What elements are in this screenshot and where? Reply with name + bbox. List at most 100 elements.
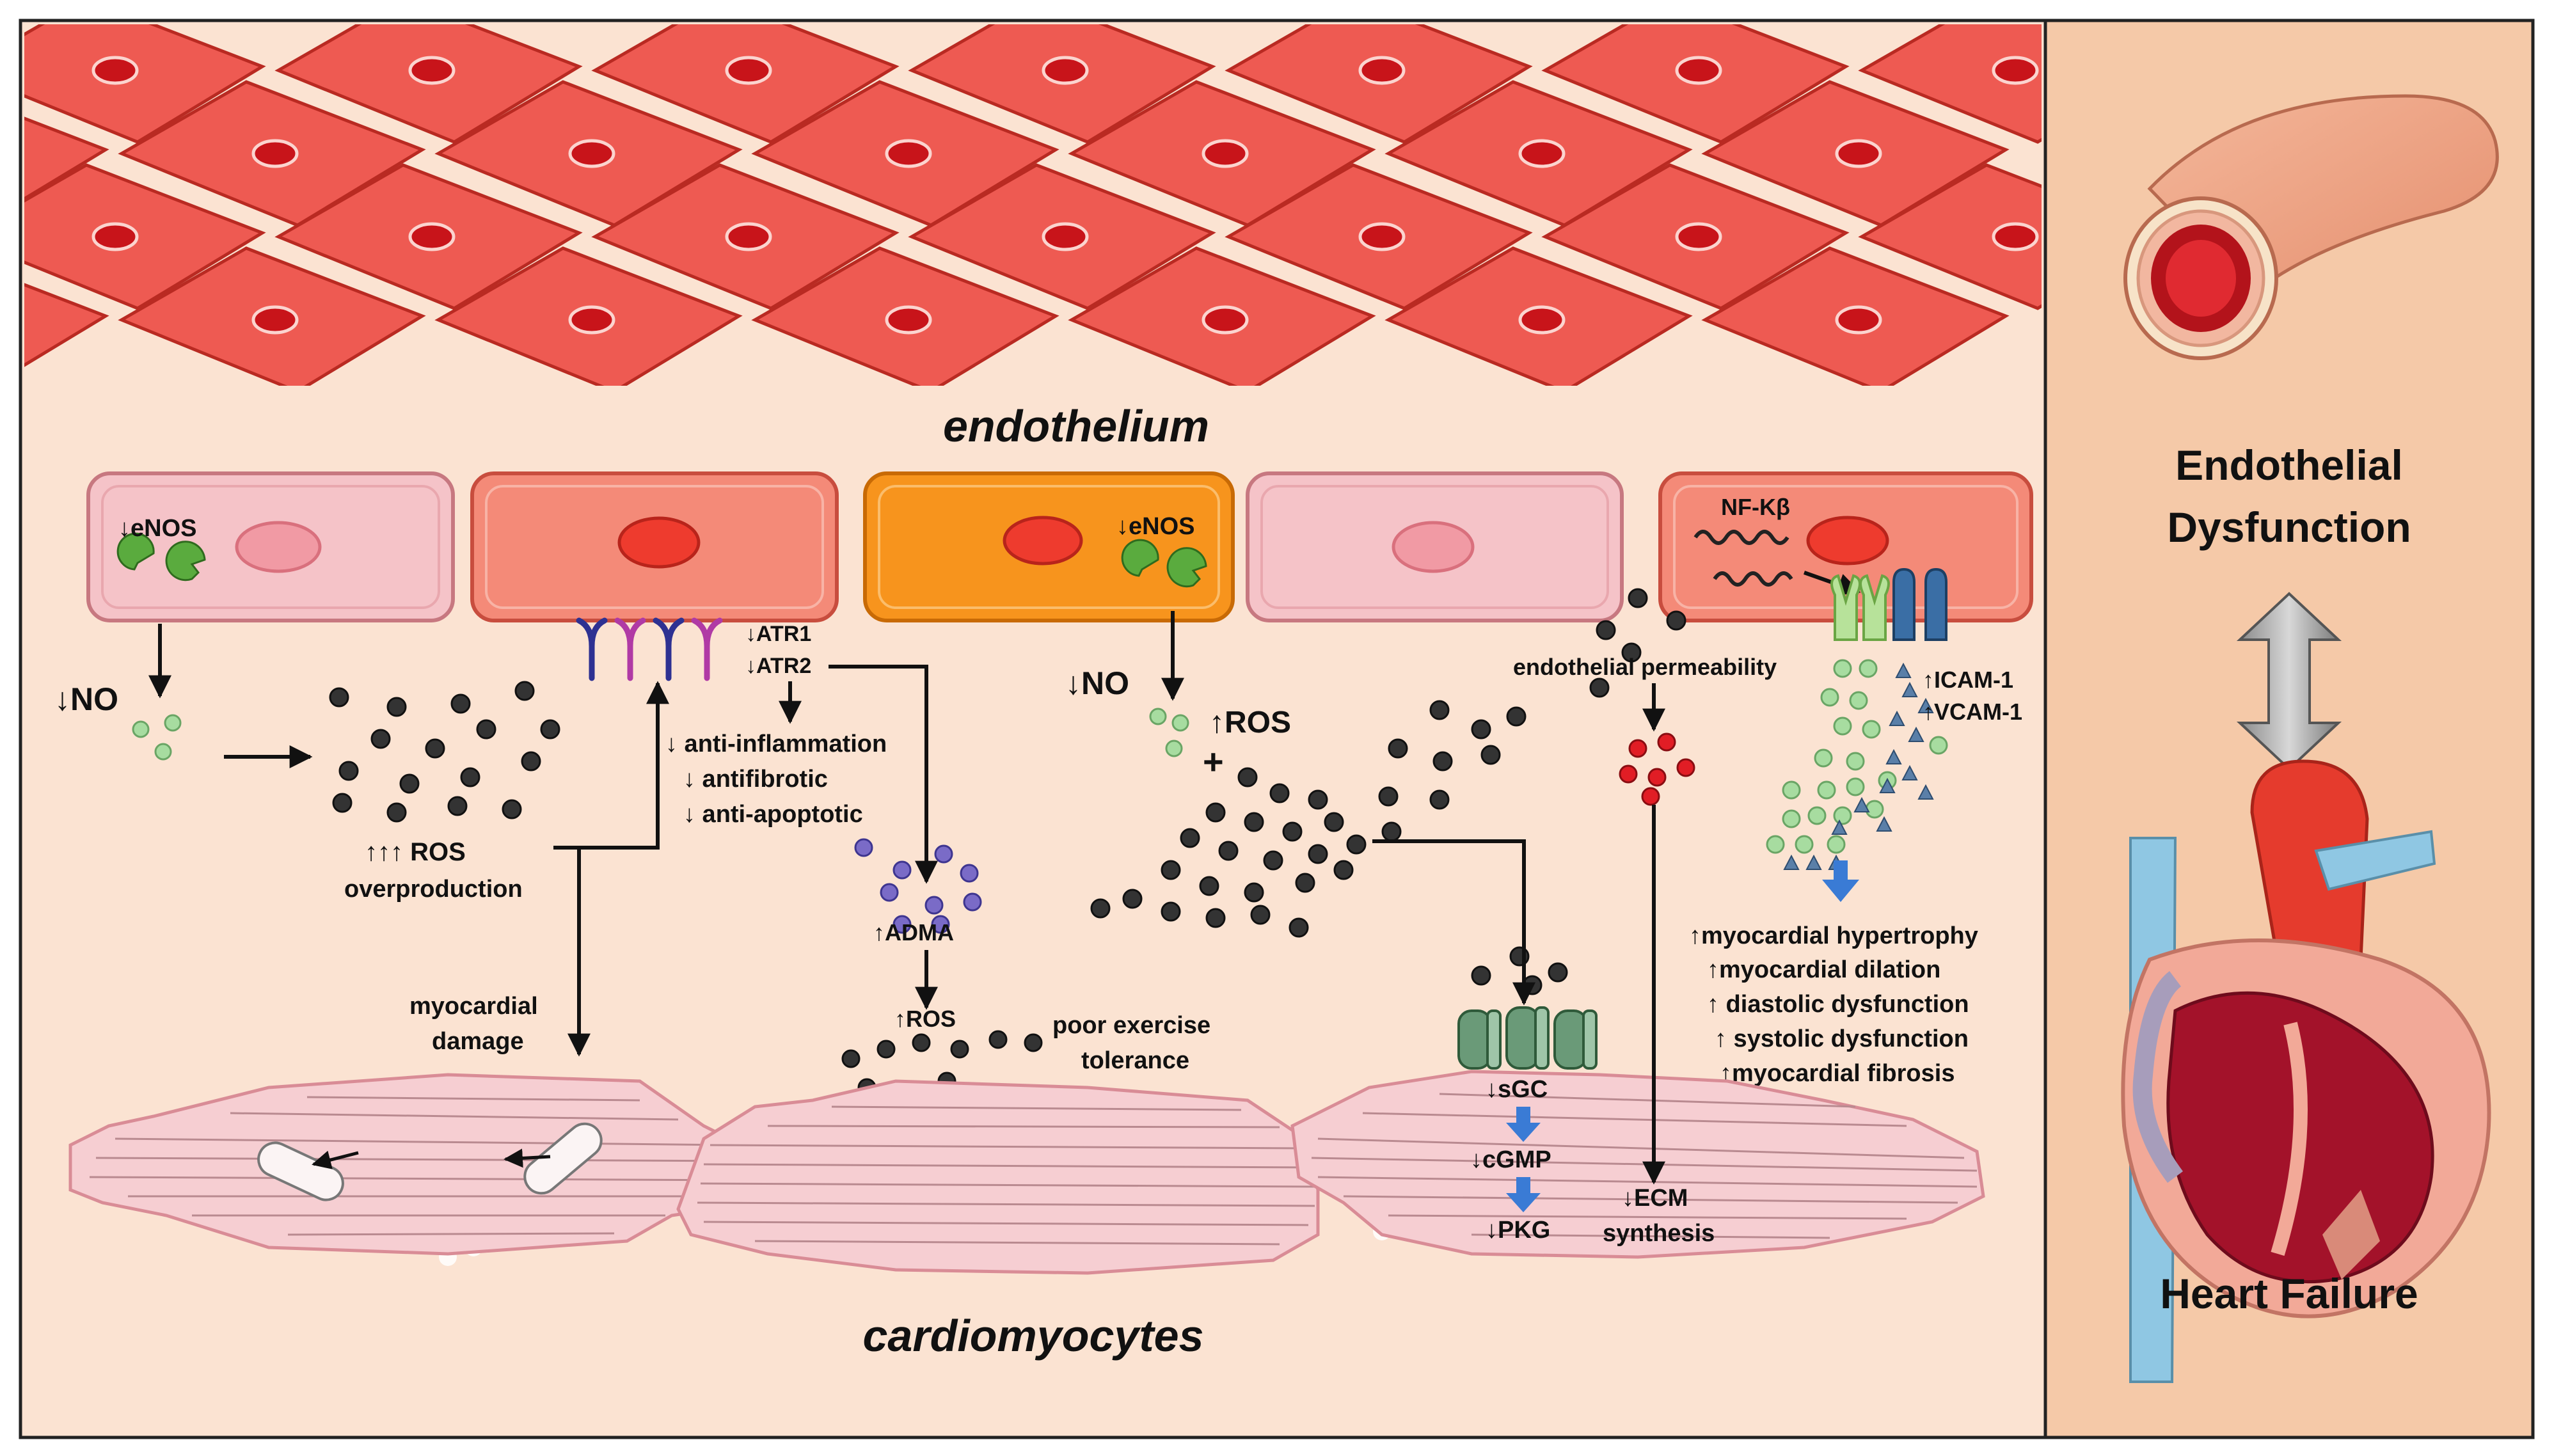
adhesion-molecule	[1833, 716, 1852, 736]
adhesion-triangle	[1889, 710, 1905, 726]
arrow-ros-receptor	[553, 681, 669, 850]
outcome-4: ↑ systolic dysfunction	[1715, 1025, 1969, 1052]
ros-particle	[1122, 889, 1143, 909]
adma-particle	[934, 844, 953, 864]
ros-particle	[460, 767, 480, 787]
ros-particle	[1244, 812, 1264, 832]
ros-particle	[1522, 975, 1543, 995]
tissue-cell	[1858, 24, 2042, 144]
dna-strands	[1693, 530, 1793, 587]
no-particle	[1171, 714, 1189, 732]
adhesion-triangle	[1901, 764, 1918, 780]
ros-particle	[1381, 821, 1402, 842]
ros-particle	[1289, 917, 1309, 938]
adhesion-molecule	[1782, 809, 1801, 828]
no-label-1: ↓NO	[54, 681, 118, 717]
tissue-cell	[24, 116, 109, 201]
adhesion-molecule	[1782, 780, 1801, 800]
ros-particle	[1378, 786, 1399, 807]
ros-particle	[540, 719, 560, 740]
adma-particle	[960, 864, 979, 883]
mito-arrow-2	[504, 1148, 551, 1168]
anti-inflammation-label: ↓ anti-inflammation	[665, 731, 887, 757]
red-particle	[1619, 764, 1638, 784]
myocardial-damage-label-1: myocardial	[409, 993, 538, 1020]
ros-particle	[450, 693, 471, 714]
myocardial-damage-label-2: damage	[432, 1028, 524, 1055]
ros-particle	[1244, 882, 1264, 903]
no-particle	[1165, 740, 1183, 757]
endothelial-cell-2	[470, 471, 839, 622]
tissue-nucleus	[568, 139, 615, 168]
ros-small-label: ↑ROS	[894, 1006, 956, 1032]
ros-particle	[329, 687, 349, 708]
tissue-cell	[1858, 163, 2042, 310]
antifibrotic-label: ↓ antifibrotic	[683, 766, 828, 793]
ros-particle	[1429, 789, 1450, 810]
ros-particle	[1471, 965, 1491, 986]
adhesion-molecule	[1817, 780, 1836, 800]
adma-particle	[963, 892, 982, 912]
ros-particle	[1548, 962, 1568, 983]
no-particle	[164, 714, 182, 732]
tissue-nucleus	[1675, 222, 1722, 251]
tissue-nucleus	[251, 139, 299, 168]
ros-particle	[1205, 802, 1226, 823]
red-particle	[1676, 758, 1695, 777]
blue-arrows	[1506, 860, 1859, 1212]
ros-particle	[1024, 1033, 1043, 1052]
tissue-nucleus	[408, 56, 456, 85]
adhesion-molecule	[1795, 835, 1814, 854]
ros-particle	[1346, 834, 1367, 855]
tissue-nucleus	[1358, 56, 1406, 85]
adhesion-triangle	[1831, 819, 1848, 835]
nfkb-label: NF-Kβ	[1721, 494, 1790, 520]
icam-label: ↑ICAM-1	[1923, 667, 2013, 693]
tissue-nucleus	[568, 305, 615, 335]
adhesion-molecule	[1766, 835, 1785, 854]
adhesion-triangle	[1876, 816, 1892, 832]
enos-enzyme-1	[116, 532, 206, 582]
ros-particle	[1282, 821, 1303, 842]
tissue-nucleus	[725, 222, 772, 251]
red-particle	[1657, 732, 1676, 752]
no-particle	[1149, 708, 1167, 725]
at-receptors	[576, 617, 723, 681]
endothelial-dysfunction-label-2: Dysfunction	[2167, 503, 2411, 551]
ros-particle	[1589, 677, 1610, 698]
pkg-label: ↓PKG	[1486, 1217, 1550, 1244]
ros-particle	[912, 1033, 931, 1052]
enos-enzyme-2	[1121, 539, 1207, 588]
ros-particle	[1506, 706, 1527, 727]
plus-label: +	[1203, 741, 1224, 782]
sgc-channels	[1457, 1006, 1598, 1070]
enos-label-1: ↓eNOS	[118, 515, 196, 542]
adhesion-triangle	[1917, 697, 1934, 713]
red-particle	[1647, 768, 1667, 787]
ros-particle	[1333, 860, 1354, 880]
ros-overproduction-label-2: overproduction	[344, 876, 523, 903]
adhesion-triangle	[1917, 784, 1934, 800]
adma-particle	[892, 860, 912, 880]
endothelial-cell-4	[1246, 471, 1624, 622]
adhesion-receptors	[1830, 567, 1947, 641]
ros-particle	[1308, 789, 1328, 810]
tissue-nucleus	[1992, 222, 2039, 251]
ros-particle	[370, 729, 391, 749]
tissue-nucleus	[885, 305, 932, 335]
ros-particle	[1471, 719, 1491, 740]
adhesion-triangle	[1805, 854, 1822, 870]
ros-particle	[1237, 767, 1258, 787]
ros-particle	[1324, 812, 1344, 832]
endothelial-cell-1	[86, 471, 455, 622]
tissue-nucleus	[1202, 305, 1249, 335]
adma-particle	[880, 883, 899, 902]
ros-particle	[386, 697, 407, 717]
ros-particle	[841, 1049, 861, 1068]
adma-particle	[924, 896, 944, 915]
ros-particle	[521, 751, 541, 772]
adhesion-molecule	[1820, 688, 1839, 707]
tissue-nucleus	[1675, 56, 1722, 85]
